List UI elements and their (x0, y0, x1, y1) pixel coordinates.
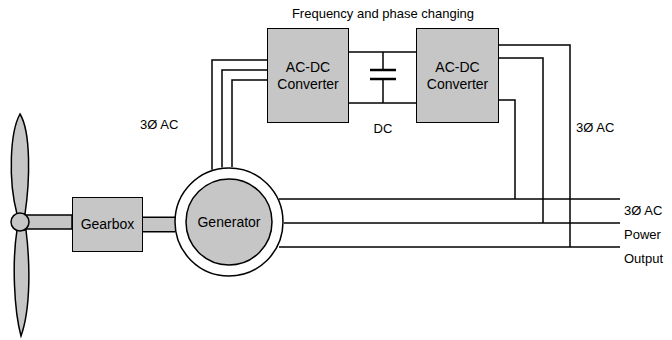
wire (349, 51, 416, 53)
edge-label: 3Ø AC (140, 117, 200, 133)
wire (232, 80, 267, 167)
output-line (279, 198, 620, 200)
drive-shaft (143, 224, 175, 225)
turbine-blade (11, 114, 28, 214)
gearbox-box: Gearbox (72, 197, 143, 252)
converter-output-wire (499, 100, 515, 199)
turbine-blade (14, 230, 29, 336)
shaft-body (143, 218, 175, 231)
edge-label: DC (358, 121, 408, 137)
generator-circle: Generator (174, 167, 284, 277)
capacitor-lead (382, 79, 384, 103)
generator-housing (175, 168, 283, 276)
signal-label: 3Ø AC (576, 120, 626, 136)
converter-box: AC-DC Converter (267, 28, 349, 123)
wire (212, 60, 267, 170)
converter-output-wire (499, 58, 543, 223)
node-text: AC-DC Converter (423, 59, 492, 93)
converter-box: AC-DC Converter (416, 28, 499, 123)
node-text: Generator (197, 214, 260, 231)
rotor-hub (11, 213, 29, 231)
converter-output-wire (499, 45, 570, 247)
wire (222, 70, 267, 167)
wire-connector (349, 52, 416, 103)
node-text: Gearbox (81, 216, 135, 233)
diagram-title: Frequency and phase changing (283, 6, 483, 22)
generator-rotor (186, 179, 272, 265)
wire-connector (212, 60, 267, 170)
capacitor-plate (370, 69, 396, 72)
shaft-outline (143, 217, 175, 233)
signal-label: 3Ø AC Power Output (624, 199, 670, 271)
capacitor-symbol (370, 52, 396, 103)
capacitor-lead (382, 52, 384, 70)
node-text: AC-DC Converter (274, 59, 342, 93)
wind-rotor (11, 114, 72, 336)
output-line (279, 246, 620, 248)
wire (349, 102, 416, 104)
